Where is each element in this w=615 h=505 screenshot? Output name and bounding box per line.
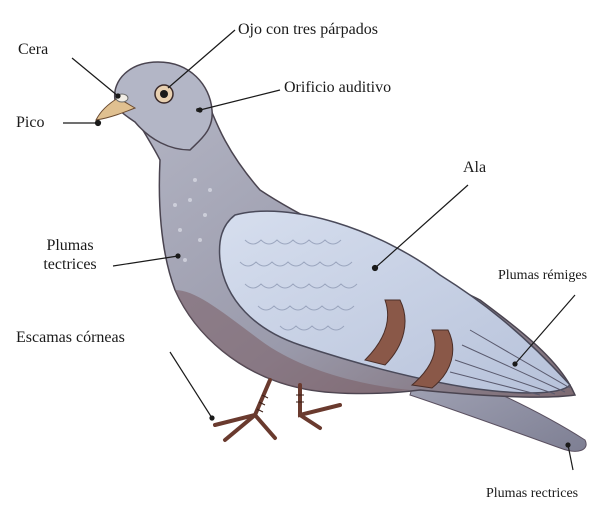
leader-escamas — [170, 352, 212, 418]
label-tectrices-line2: tectrices — [30, 255, 110, 274]
label-ala: Ala — [463, 158, 486, 177]
leader-ala — [375, 185, 468, 268]
label-tectrices: Plumas tectrices — [30, 236, 110, 274]
label-ojo: Ojo con tres párpados — [238, 20, 378, 39]
label-tectrices-line1: Plumas — [30, 236, 110, 255]
label-rectrices: Plumas rectrices — [486, 484, 578, 503]
leader-orificio — [200, 90, 280, 110]
leader-ojo — [168, 30, 235, 88]
label-cera: Cera — [18, 40, 48, 59]
leader-cera — [72, 58, 118, 96]
label-orificio: Orificio auditivo — [284, 78, 391, 97]
label-escamas: Escamas córneas — [16, 328, 125, 347]
label-pico: Pico — [16, 113, 44, 132]
label-remiges: Plumas rémiges — [498, 266, 587, 285]
